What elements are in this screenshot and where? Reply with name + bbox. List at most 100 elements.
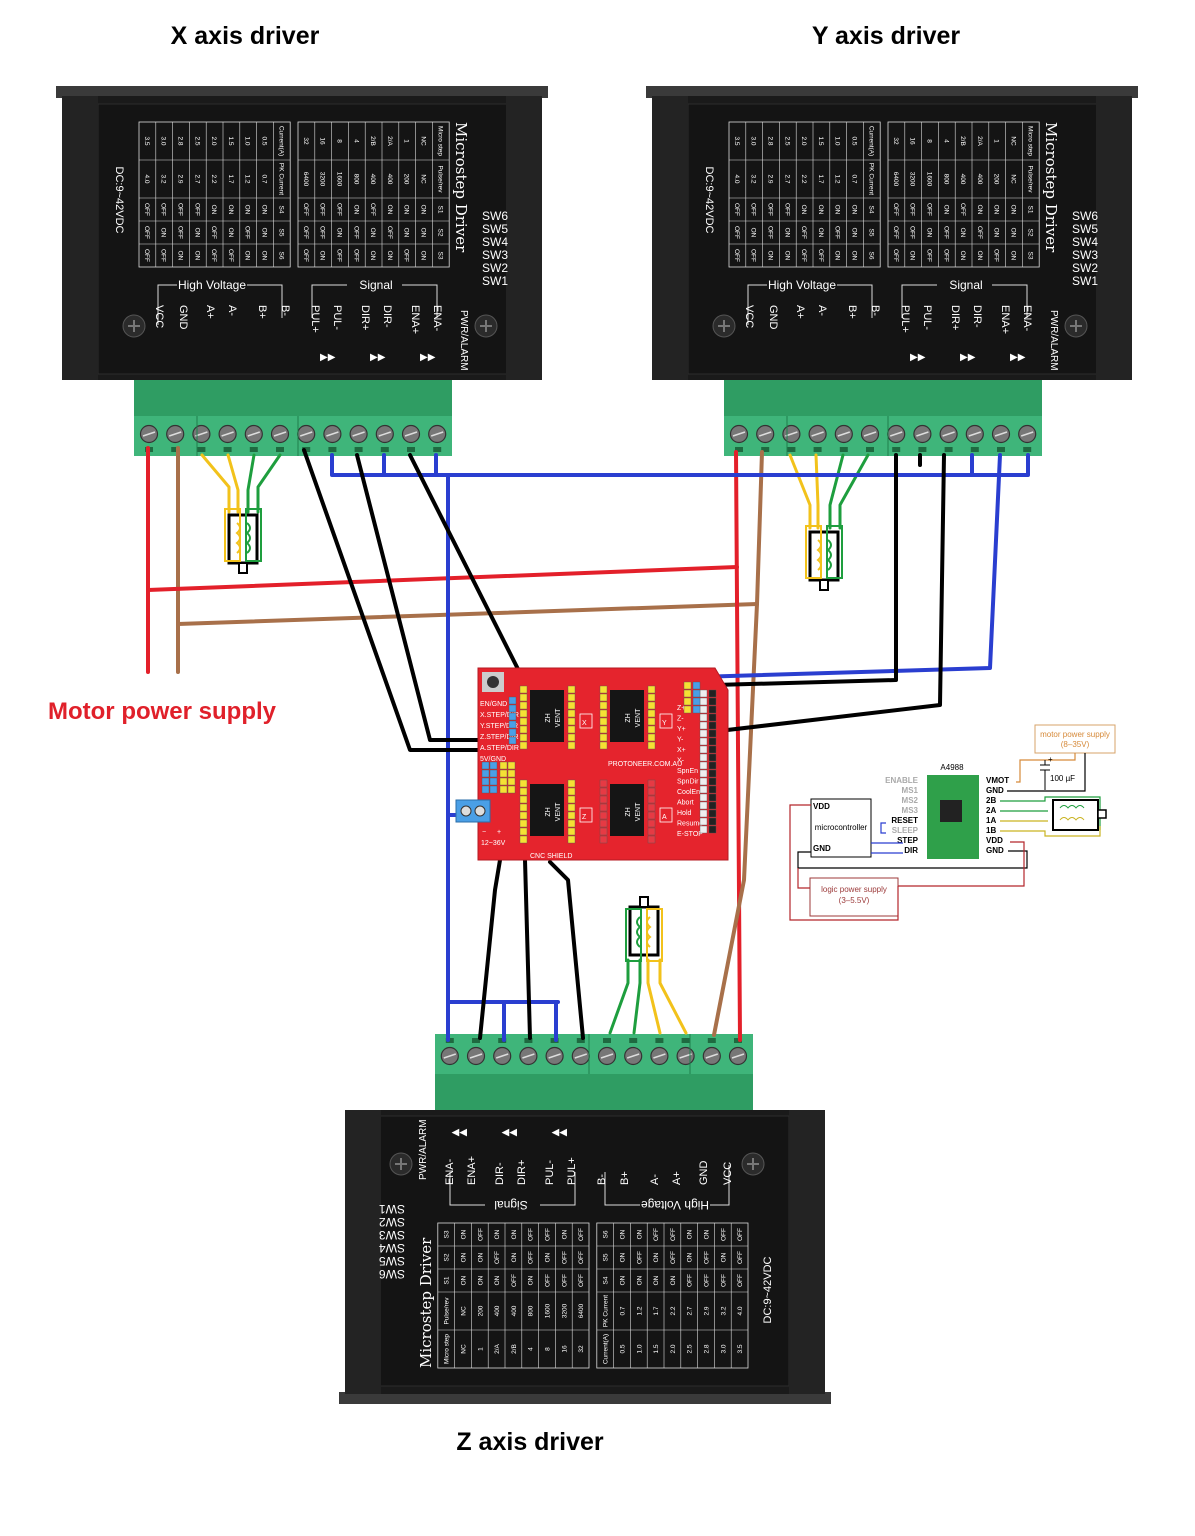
header-pin[interactable] [567, 709, 576, 718]
header-pin[interactable] [507, 785, 516, 794]
header-pin[interactable] [567, 835, 576, 844]
header-pin[interactable] [519, 835, 528, 844]
header-pin[interactable] [567, 741, 576, 750]
header-pin[interactable] [599, 709, 608, 718]
header-pin[interactable] [599, 779, 608, 788]
header-pin[interactable] [599, 717, 608, 726]
header-pin[interactable] [647, 795, 656, 804]
header-pin[interactable] [699, 801, 708, 810]
header-pin[interactable] [699, 825, 708, 834]
header-pin[interactable] [699, 713, 708, 722]
header-pin[interactable] [599, 725, 608, 734]
header-pin[interactable] [489, 761, 498, 770]
header-pin[interactable] [599, 803, 608, 812]
header-pin[interactable] [519, 811, 528, 820]
header-pin[interactable] [519, 779, 528, 788]
header-pin[interactable] [708, 729, 717, 738]
header-pin[interactable] [567, 819, 576, 828]
header-pin[interactable] [647, 725, 656, 734]
header-pin[interactable] [567, 733, 576, 742]
header-pin[interactable] [647, 709, 656, 718]
header-pin[interactable] [481, 761, 490, 770]
header-pin[interactable] [567, 795, 576, 804]
header-pin[interactable] [699, 817, 708, 826]
header-pin[interactable] [519, 693, 528, 702]
header-pin[interactable] [519, 685, 528, 694]
header-pin[interactable] [647, 733, 656, 742]
header-pin[interactable] [599, 835, 608, 844]
header-pin[interactable] [599, 741, 608, 750]
header-pin[interactable] [499, 777, 508, 786]
header-pin[interactable] [708, 793, 717, 802]
header-pin[interactable] [519, 803, 528, 812]
header-pin[interactable] [692, 697, 701, 706]
header-pin[interactable] [499, 769, 508, 778]
header-pin[interactable] [647, 685, 656, 694]
header-pin[interactable] [599, 819, 608, 828]
shield-power-terminal[interactable] [455, 799, 491, 823]
header-pin[interactable] [489, 769, 498, 778]
header-pin[interactable] [708, 721, 717, 730]
header-pin[interactable] [647, 811, 656, 820]
header-pin[interactable] [708, 697, 717, 706]
header-pin[interactable] [708, 817, 717, 826]
header-pin[interactable] [699, 745, 708, 754]
header-pin[interactable] [647, 693, 656, 702]
header-pin[interactable] [507, 777, 516, 786]
header-pin[interactable] [499, 785, 508, 794]
header-pin[interactable] [508, 704, 517, 713]
header-pin[interactable] [519, 733, 528, 742]
header-pin[interactable] [599, 795, 608, 804]
header-pin[interactable] [519, 701, 528, 710]
header-pin[interactable] [567, 685, 576, 694]
header-pin[interactable] [567, 787, 576, 796]
header-pin[interactable] [699, 697, 708, 706]
header-pin[interactable] [708, 745, 717, 754]
header-pin[interactable] [683, 681, 692, 690]
header-pin[interactable] [708, 689, 717, 698]
header-pin[interactable] [692, 705, 701, 714]
header-pin[interactable] [567, 725, 576, 734]
header-pin[interactable] [599, 701, 608, 710]
header-pin[interactable] [699, 793, 708, 802]
header-pin[interactable] [699, 737, 708, 746]
header-pin[interactable] [699, 777, 708, 786]
header-pin[interactable] [699, 769, 708, 778]
header-pin[interactable] [683, 689, 692, 698]
header-pin[interactable] [519, 741, 528, 750]
header-pin[interactable] [699, 729, 708, 738]
header-pin[interactable] [708, 753, 717, 762]
header-pin[interactable] [708, 737, 717, 746]
header-pin[interactable] [699, 809, 708, 818]
header-pin[interactable] [699, 785, 708, 794]
header-pin[interactable] [647, 827, 656, 836]
header-pin[interactable] [519, 725, 528, 734]
header-pin[interactable] [519, 709, 528, 718]
header-pin[interactable] [567, 827, 576, 836]
header-pin[interactable] [599, 827, 608, 836]
header-pin[interactable] [519, 819, 528, 828]
header-pin[interactable] [508, 720, 517, 729]
header-pin[interactable] [567, 811, 576, 820]
header-pin[interactable] [567, 803, 576, 812]
header-pin[interactable] [692, 681, 701, 690]
header-pin[interactable] [508, 736, 517, 745]
header-pin[interactable] [508, 696, 517, 705]
header-pin[interactable] [599, 733, 608, 742]
header-pin[interactable] [489, 785, 498, 794]
header-pin[interactable] [508, 728, 517, 737]
header-pin[interactable] [599, 693, 608, 702]
header-pin[interactable] [599, 685, 608, 694]
header-pin[interactable] [508, 712, 517, 721]
header-pin[interactable] [708, 769, 717, 778]
header-pin[interactable] [567, 717, 576, 726]
header-pin[interactable] [708, 777, 717, 786]
header-pin[interactable] [481, 777, 490, 786]
header-pin[interactable] [567, 693, 576, 702]
header-pin[interactable] [683, 697, 692, 706]
header-pin[interactable] [481, 769, 490, 778]
header-pin[interactable] [647, 835, 656, 844]
header-pin[interactable] [708, 801, 717, 810]
header-pin[interactable] [499, 761, 508, 770]
header-pin[interactable] [507, 769, 516, 778]
